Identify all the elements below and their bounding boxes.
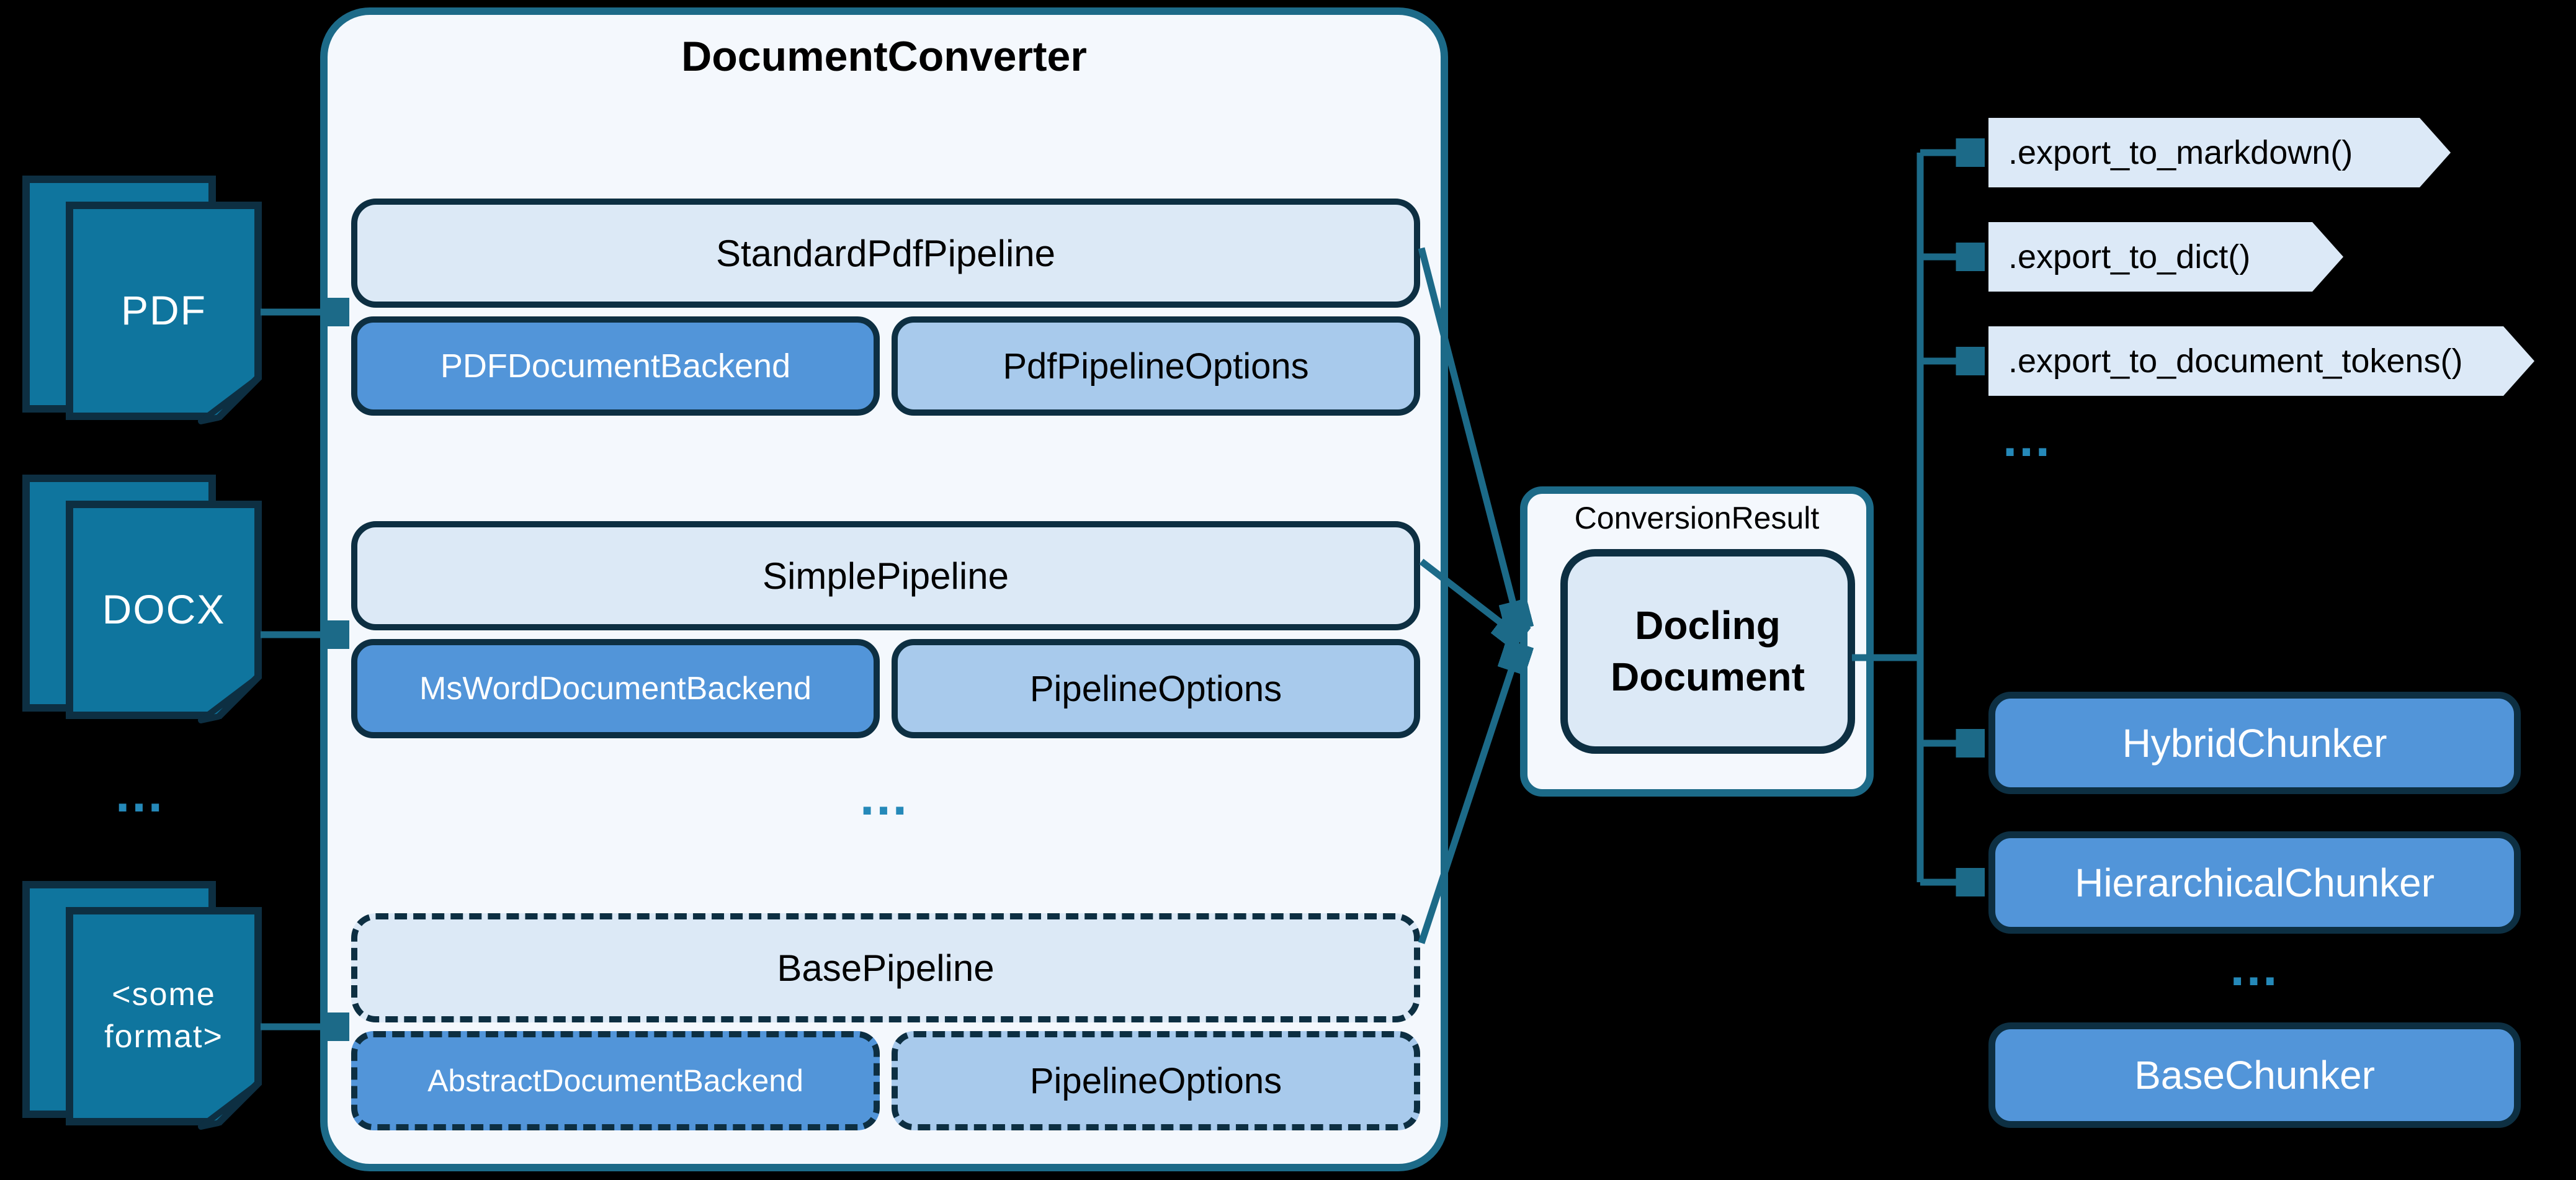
- pipeline-standard-pdf: StandardPdfPipeline: [351, 199, 1420, 308]
- docling-document-line1: Docling: [1635, 602, 1781, 648]
- doc-corner-fold: [198, 1081, 260, 1130]
- docling-document-line2: Document: [1611, 655, 1805, 699]
- pipeline-simple: SimplePipeline: [351, 521, 1420, 630]
- source-doc-docx: DOCX: [22, 475, 271, 741]
- source-label-docx: DOCX: [102, 586, 226, 633]
- source-label-line1: <some: [112, 977, 216, 1013]
- document-pages-icon: [22, 881, 262, 1130]
- backend-msword-document: MsWordDocumentBackend: [351, 639, 880, 738]
- backend-abstract-document: AbstractDocumentBackend: [351, 1031, 880, 1130]
- document-pages-icon: [22, 176, 262, 424]
- options-base-pipeline: PipelineOptions: [892, 1031, 1420, 1130]
- options-pdf-pipeline: PdfPipelineOptions: [892, 316, 1420, 416]
- base-chunker-box: BaseChunker: [1988, 1022, 2521, 1128]
- docling-document-box: Docling Document: [1560, 549, 1855, 754]
- export-to-markdown-banner: .export_to_markdown(): [1988, 118, 2451, 187]
- conversion-result-label: ConversionResult: [1574, 501, 1820, 535]
- doc-corner-fold: [198, 675, 260, 723]
- source-label-some-format: <some format>: [69, 911, 258, 1122]
- source-doc-some-format: <some format>: [22, 881, 271, 1148]
- hierarchical-chunker-box: HierarchicalChunker: [1988, 831, 2521, 934]
- export-to-dict-banner: .export_to_dict(): [1988, 222, 2343, 292]
- document-converter-title: DocumentConverter: [681, 33, 1087, 80]
- source-label-pdf: PDF: [121, 287, 207, 334]
- sources-ellipsis: ...: [115, 764, 165, 823]
- backend-pdf-document: PDFDocumentBackend: [351, 316, 880, 416]
- export-to-document-tokens-banner: .export_to_document_tokens(): [1988, 326, 2534, 396]
- chunkers-ellipsis: ...: [2230, 938, 2279, 996]
- hybrid-chunker-box: HybridChunker: [1988, 692, 2521, 794]
- exports-ellipsis: ...: [2003, 409, 2052, 467]
- doc-corner-fold: [198, 376, 260, 424]
- options-pipeline: PipelineOptions: [892, 639, 1420, 738]
- document-pages-icon: [22, 475, 262, 723]
- converter-ellipsis: ...: [860, 767, 910, 826]
- pipeline-base: BasePipeline: [351, 913, 1420, 1022]
- source-doc-pdf: PDF: [22, 176, 271, 442]
- source-label-line2: format>: [104, 1019, 223, 1055]
